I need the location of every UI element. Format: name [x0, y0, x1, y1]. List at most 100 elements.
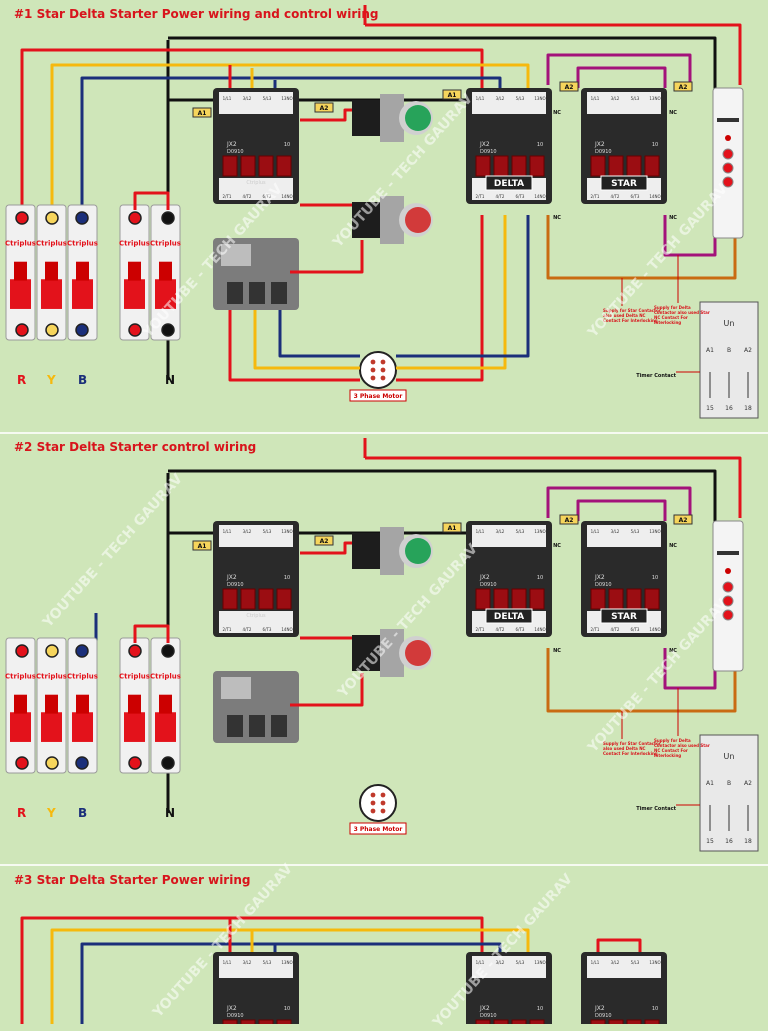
- terminal-label: 14NO: [281, 194, 292, 199]
- terminal-label: 3/L2: [243, 960, 252, 965]
- terminal-screw: [75, 756, 89, 770]
- mcb-brand-label: Ctriplus: [67, 240, 98, 248]
- coil-terminal-tag: [314, 102, 334, 113]
- star-supply-note: Supply for Star Contactor also used Delt…: [603, 741, 661, 756]
- timer-contact-card: [699, 301, 759, 419]
- contactor-window: [276, 1019, 292, 1024]
- terminal-label: 5/L3: [516, 529, 525, 534]
- contactor-window: [222, 588, 238, 610]
- contactor-window: [590, 588, 606, 610]
- contactor-window: [626, 1019, 642, 1024]
- terminal-label: 14NO: [281, 627, 292, 632]
- timer-led: [725, 135, 731, 141]
- contactor-window: [240, 588, 256, 610]
- terminal-label: 4/T2: [611, 194, 620, 199]
- terminal-label: 3/L2: [611, 529, 620, 534]
- terminal-label: 14NO: [534, 627, 545, 632]
- terminal-label: 1/L1: [223, 96, 232, 101]
- contactor-window: [529, 155, 545, 177]
- contactor-window: [626, 155, 642, 177]
- terminal-label: 14NO: [649, 194, 660, 199]
- terminal-screw: [161, 644, 175, 658]
- control-wire: [300, 541, 352, 555]
- pushbutton-cap: [405, 207, 431, 233]
- terminal-label: 6/T3: [263, 194, 272, 199]
- contactor-window: [529, 1019, 545, 1024]
- mcb-brand-label: Ctriplus: [5, 673, 36, 681]
- coil-terminal-tag-label: A1: [448, 92, 457, 99]
- contactor-model: JX2: [479, 141, 490, 148]
- terminal-screw: [128, 756, 142, 770]
- terminal-label: 13NO: [281, 96, 292, 101]
- control-wire: [365, 23, 742, 85]
- section-title-1: #1 Star Delta Starter Power wiring and c…: [14, 7, 379, 21]
- interlock-wire: [576, 66, 667, 88]
- terminal-label: 2/T1: [591, 194, 600, 199]
- terminal-label: 3/L2: [496, 960, 505, 965]
- overload-relay-terminal: [227, 282, 243, 304]
- contactor-rating: 10: [284, 1006, 290, 1012]
- nc-label: NC: [553, 110, 561, 116]
- pushbutton-contact-block: [352, 635, 380, 671]
- contactor-window: [475, 1019, 491, 1024]
- contactor-window: [222, 1019, 238, 1024]
- phase-wire-r: [20, 916, 484, 1024]
- timer-knob: [722, 148, 734, 160]
- motor-terminal: [370, 375, 376, 381]
- contactor-model: D0910: [595, 582, 612, 588]
- nc-wire: [546, 648, 737, 713]
- contactor-model: JX2: [594, 141, 605, 148]
- terminal-label: 5/L3: [631, 529, 640, 534]
- nc-label: NC: [553, 648, 561, 654]
- coil-terminal-tag-label: A1: [198, 543, 207, 550]
- terminal-label: 13NO: [534, 529, 545, 534]
- nc-label: NC: [669, 543, 677, 549]
- terminal-screw: [15, 323, 29, 337]
- terminal-label: 13NO: [649, 960, 660, 965]
- coil-terminal-tag-label: A1: [198, 110, 207, 117]
- control-wire: [133, 624, 170, 643]
- mcb-switch: [72, 279, 93, 309]
- mcb-toggle: [76, 694, 89, 714]
- contactor-top-strip: [219, 92, 293, 114]
- coil-terminal-tag: [559, 81, 579, 92]
- coil-terminal-tag: [192, 107, 212, 118]
- contactor-window: [493, 1019, 509, 1024]
- contactor-label: DELTA: [494, 179, 524, 189]
- timer-15-label: 15: [706, 405, 714, 412]
- timer-a1-label: A1: [706, 780, 714, 787]
- timer-knob: [722, 176, 734, 188]
- contactor-rating: 10: [284, 575, 290, 581]
- contactor-window: [258, 1019, 274, 1024]
- terminal-label: 4/T2: [243, 194, 252, 199]
- contactor-label-box: [485, 175, 533, 191]
- contactor-model: D0910: [595, 149, 612, 155]
- contactor-bottom-strip: [219, 611, 293, 633]
- terminal-label: 2/T1: [223, 627, 232, 632]
- pushbutton-contact-block: [352, 202, 380, 238]
- terminal-screw: [45, 644, 59, 658]
- contactor-window: [240, 155, 256, 177]
- mcb-toggle: [159, 694, 172, 714]
- terminal-screw: [45, 211, 59, 225]
- timer-a2-label: A2: [744, 347, 752, 354]
- contactor-rating: 10: [652, 575, 658, 581]
- terminal-label: 13NO: [649, 529, 660, 534]
- contactor-window: [240, 1019, 256, 1024]
- nc-label: NC: [669, 215, 677, 221]
- terminal-label: 2/T1: [476, 194, 485, 199]
- contactor-top-strip: [472, 956, 546, 978]
- nc-label: NC: [669, 648, 677, 654]
- terminal-label: 1/L1: [591, 529, 600, 534]
- coil-terminal-tag-label: A2: [679, 517, 688, 524]
- motor-label: 3 Phase Motor: [354, 826, 403, 833]
- mcb-switch: [41, 279, 62, 309]
- overload-relay-terminal: [271, 282, 287, 304]
- control-wire: [365, 456, 742, 518]
- contactor-window: [493, 588, 509, 610]
- contactor-model: D0910: [480, 1013, 497, 1019]
- terminal-label: 6/T3: [516, 627, 525, 632]
- control-wire: [300, 108, 352, 122]
- contactor-model: D0910: [227, 1013, 244, 1019]
- terminal-screw: [75, 211, 89, 225]
